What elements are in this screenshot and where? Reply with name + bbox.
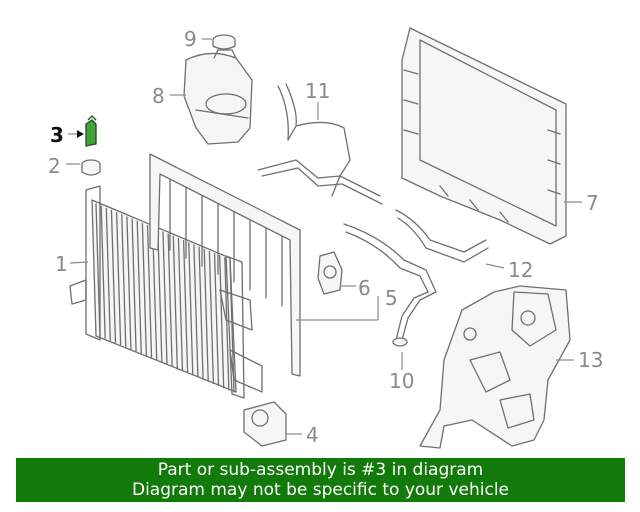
part-2-bushing bbox=[81, 159, 101, 176]
part-6-valve bbox=[317, 251, 343, 295]
part-9-cap bbox=[212, 34, 236, 50]
part-4-lower-bracket bbox=[243, 401, 287, 447]
callout-5: 5 bbox=[385, 286, 398, 310]
callout-1: 1 bbox=[55, 252, 68, 276]
part-13-bracket-assembly bbox=[419, 285, 571, 449]
part-7-radiator-support bbox=[401, 27, 567, 245]
callout-3: 3 bbox=[50, 123, 64, 147]
part-8-expansion-tank bbox=[183, 49, 253, 145]
callout-12: 12 bbox=[508, 258, 534, 282]
callout-13: 13 bbox=[578, 348, 604, 372]
info-banner: Part or sub-assembly is #3 in diagram Di… bbox=[16, 458, 625, 502]
part-5-shroud-frame bbox=[149, 153, 301, 377]
leader-lines bbox=[66, 38, 582, 435]
part-1-radiator bbox=[69, 185, 263, 399]
part-3-clip-highlighted bbox=[85, 115, 97, 147]
callout-7: 7 bbox=[586, 191, 599, 215]
callout-8: 8 bbox=[152, 84, 165, 108]
callout-6: 6 bbox=[358, 276, 371, 300]
banner-line-2: Diagram may not be specific to your vehi… bbox=[131, 480, 509, 500]
callout-10: 10 bbox=[389, 369, 415, 393]
callout-2: 2 bbox=[48, 154, 61, 178]
part-12-hose bbox=[395, 209, 489, 263]
parts-diagram bbox=[66, 27, 582, 449]
callout-4: 4 bbox=[306, 423, 319, 447]
callout-9: 9 bbox=[184, 27, 197, 51]
callout-11: 11 bbox=[305, 79, 331, 103]
part-11-upper-hose bbox=[257, 83, 383, 205]
banner-line-1: Part or sub-assembly is #3 in diagram bbox=[157, 460, 484, 480]
part-10-lower-hose bbox=[343, 223, 437, 347]
